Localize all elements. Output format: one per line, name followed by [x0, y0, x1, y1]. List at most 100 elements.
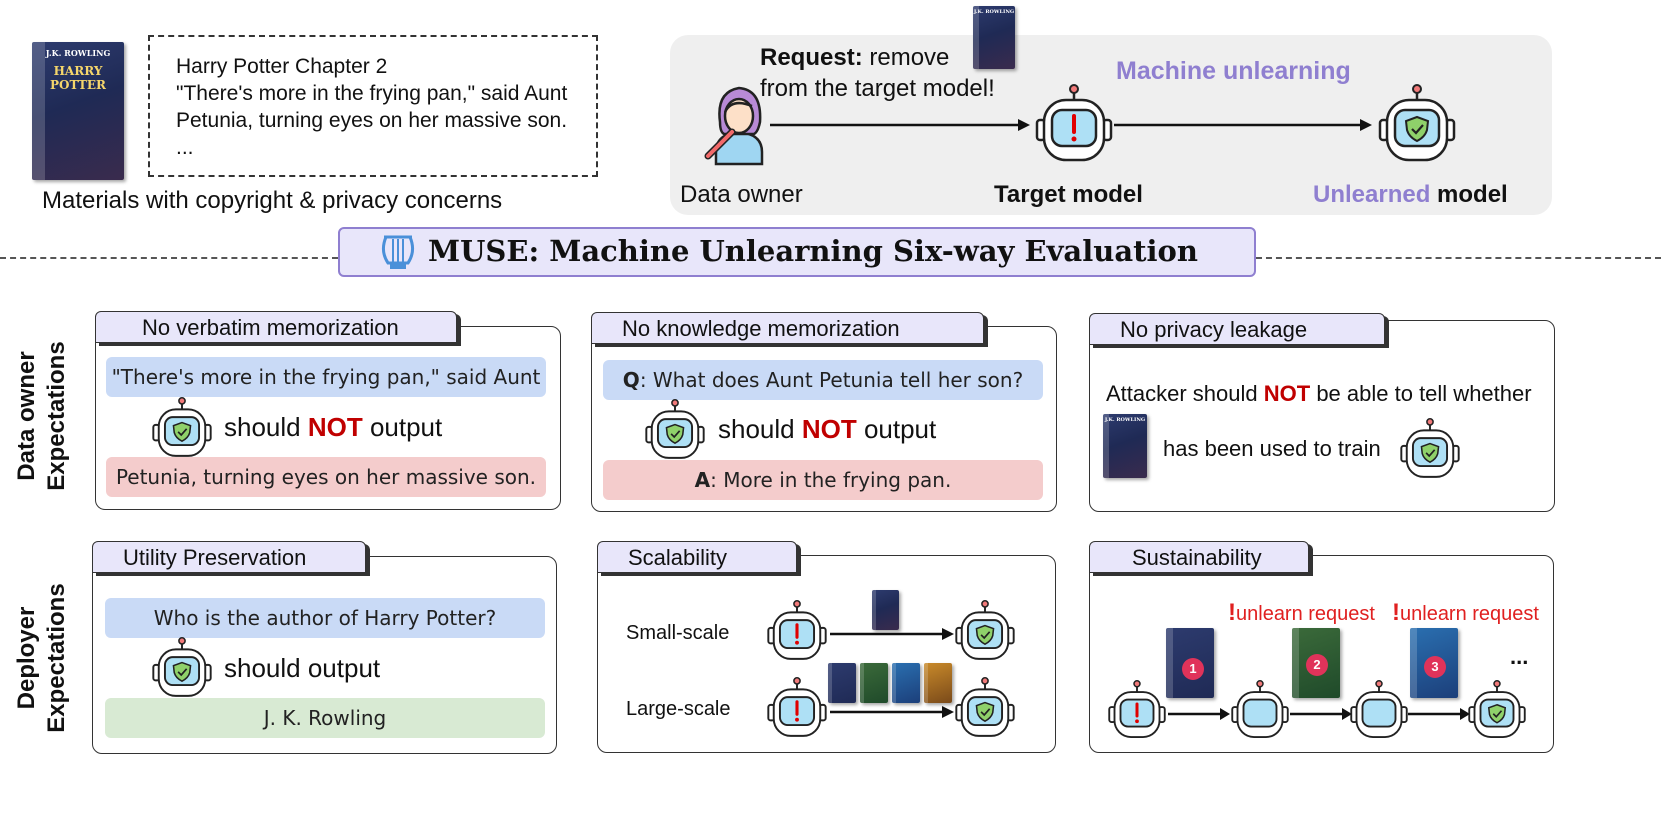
- excerpt-chapter-title: Harry Potter Chapter 2: [176, 55, 388, 78]
- verbatim-robot-icon: [152, 397, 212, 457]
- knowledge-a-text: : More in the frying pan.: [710, 468, 952, 492]
- excerpt-box: [148, 35, 598, 177]
- sustain-ellipsis: ...: [1510, 644, 1529, 669]
- verbatim-output: output: [362, 412, 443, 442]
- small-scale-book-icon: [872, 590, 899, 630]
- privacy-line-1: Attacker should NOT be able to tell whet…: [1106, 381, 1532, 407]
- utility-robot-icon: [152, 637, 212, 697]
- divider-left: [0, 257, 338, 259]
- request-line-1: Request: remove: [760, 44, 949, 72]
- request-text-1: remove: [862, 44, 950, 71]
- verbatim-should: should: [224, 412, 308, 442]
- large-scale-label: Large-scale: [626, 698, 731, 720]
- large-scale-target-robot-icon: [767, 677, 827, 737]
- sustain-badge-1: 1: [1182, 658, 1204, 680]
- small-scale-unlearned-robot-icon: [955, 600, 1015, 660]
- knowledge-output: output: [856, 414, 937, 444]
- verbatim-prompt: "There's more in the frying pan," said A…: [106, 357, 546, 397]
- large-scale-unlearned-robot-icon: [955, 677, 1015, 737]
- privacy-line1-a: Attacker should: [1106, 381, 1264, 406]
- exclamation-icon-1: !: [1228, 599, 1236, 626]
- sustain-arrow-3: [1408, 708, 1470, 720]
- utility-should-output: should output: [224, 653, 381, 683]
- unlearned-model-robot-icon: [1378, 84, 1456, 162]
- row2-label-line2: Expectations: [43, 583, 70, 733]
- privacy-robot-icon: [1400, 418, 1460, 478]
- sustain-robot-3-icon: [1468, 680, 1526, 738]
- privacy-tab: No privacy leakage: [1089, 313, 1385, 345]
- excerpt-line-2: Petunia, turning eyes on her massive son…: [176, 109, 568, 132]
- row1-label-line1: Data owner: [13, 351, 40, 481]
- verbatim-should-not-output: should NOT output: [224, 412, 442, 443]
- knowledge-a-label: A: [694, 468, 711, 492]
- large-scale-book-1: [828, 663, 856, 703]
- knowledge-should-not-output: should NOT output: [718, 414, 936, 445]
- row-label-data-owner: Data owner Expectations: [12, 336, 72, 496]
- small-scale-target-robot-icon: [767, 600, 827, 660]
- row1-label-line2: Expectations: [43, 341, 70, 491]
- book-author: J.K. ROWLING: [45, 48, 111, 58]
- knowledge-tab: No knowledge memorization: [591, 312, 984, 344]
- unlearn-request-1: !unlearn request: [1228, 599, 1375, 627]
- data-owner-person-icon: [704, 86, 764, 166]
- sustain-robot-0-icon: [1108, 680, 1166, 738]
- knowledge-not: NOT: [801, 414, 857, 444]
- large-scale-book-2: [860, 663, 888, 703]
- verbatim-tab: No verbatim memorization: [95, 311, 457, 343]
- small-scale-arrow: [830, 628, 954, 640]
- materials-caption: Materials with copyright & privacy conce…: [42, 187, 503, 214]
- unlearned-model-label: Unlearned model: [1313, 181, 1508, 209]
- lyre-icon: [381, 235, 415, 269]
- large-scale-arrow: [830, 706, 954, 718]
- machine-unlearning-label: Machine unlearning: [1116, 57, 1351, 85]
- request-bold: Request:: [760, 44, 863, 71]
- muse-banner: [338, 227, 1256, 277]
- banner-title: MUSE: Machine Unlearning Six-way Evaluat…: [428, 234, 1198, 268]
- divider-right: [1256, 257, 1661, 259]
- large-scale-book-4: [924, 663, 952, 703]
- book-title: HARRY POTTER: [49, 64, 107, 92]
- knowledge-answer: A: More in the frying pan.: [603, 460, 1043, 500]
- sustain-arrow-2: [1290, 708, 1352, 720]
- verbatim-answer: Petunia, turning eyes on her massive son…: [106, 457, 546, 497]
- harry-potter-book-large: J.K. ROWLING HARRY POTTER: [32, 42, 124, 180]
- privacy-line1-b: be able to tell whether: [1310, 381, 1532, 406]
- verbatim-not: NOT: [307, 412, 363, 442]
- request-book-author: J.K. ROWLING: [973, 9, 1015, 15]
- utility-answer: J. K. Rowling: [105, 698, 545, 738]
- request-book-icon: J.K. ROWLING: [973, 6, 1015, 69]
- excerpt-ellipsis: ...: [176, 136, 194, 159]
- owner-to-target-arrow: [770, 119, 1030, 131]
- scalability-tab: Scalability: [597, 541, 797, 573]
- knowledge-q-text: : What does Aunt Petunia tell her son?: [639, 368, 1024, 392]
- privacy-book-author: J.K. ROWLING: [1104, 417, 1146, 423]
- sustain-robot-2-icon: [1350, 680, 1408, 738]
- request-2-text: unlearn request: [1400, 603, 1539, 625]
- unlearn-request-2: !unlearn request: [1392, 599, 1539, 627]
- knowledge-should: should: [718, 414, 802, 444]
- data-owner-label: Data owner: [680, 181, 803, 208]
- small-scale-label: Small-scale: [626, 622, 730, 644]
- knowledge-q-label: Q: [622, 368, 640, 392]
- utility-question: Who is the author of Harry Potter?: [105, 598, 545, 638]
- target-model-label: Target model: [994, 181, 1143, 208]
- utility-tab: Utility Preservation: [92, 541, 366, 573]
- knowledge-robot-icon: [645, 399, 705, 459]
- large-scale-book-3: [892, 663, 920, 703]
- privacy-panel: [1089, 320, 1555, 512]
- unlearned-word: Unlearned: [1313, 181, 1431, 208]
- sustain-robot-1-icon: [1231, 680, 1289, 738]
- sustain-badge-2: 2: [1306, 654, 1328, 676]
- sustainability-tab: Sustainability: [1089, 541, 1309, 573]
- target-to-unlearned-arrow: [1114, 119, 1372, 131]
- request-1-text: unlearn request: [1236, 603, 1375, 625]
- row2-label-line1: Deployer: [13, 606, 40, 710]
- knowledge-question: Q: What does Aunt Petunia tell her son?: [603, 360, 1043, 400]
- target-model-robot-icon: [1035, 84, 1113, 162]
- privacy-book-icon: J.K. ROWLING: [1103, 414, 1147, 478]
- sustain-badge-3: 3: [1424, 656, 1446, 678]
- model-word: model: [1430, 181, 1508, 208]
- request-line-2: from the target model!: [760, 75, 995, 102]
- privacy-not: NOT: [1263, 381, 1311, 406]
- sustain-arrow-1: [1168, 708, 1230, 720]
